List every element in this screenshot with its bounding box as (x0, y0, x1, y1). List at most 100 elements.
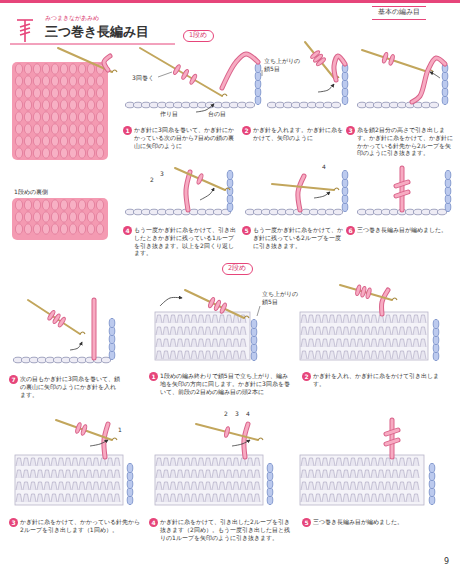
swatch-stitch (78, 100, 85, 110)
fabric-stitch (219, 458, 225, 466)
fabric-stitch (399, 351, 405, 359)
fabric-stitch (308, 339, 314, 347)
fabric-stitch (72, 482, 78, 490)
fabric-stitch (37, 494, 43, 502)
yarn-strand (244, 424, 248, 457)
swatch-stitch (42, 88, 49, 98)
yarn-strand (92, 300, 97, 358)
node-text: 2段め (228, 264, 246, 272)
fabric-stitch (371, 458, 377, 466)
swatch-stitch (42, 200, 49, 210)
fabric-stitch (114, 470, 120, 478)
fabric-stitch (72, 494, 78, 502)
yarn-wrap (80, 424, 87, 436)
fabric-stitch (191, 315, 197, 323)
fabric-stitch (86, 482, 92, 490)
fabric-stitch (371, 339, 377, 347)
fabric-stitch (322, 339, 328, 347)
swatch-stitch (15, 212, 22, 222)
fabric-stitch (329, 339, 335, 347)
swatch-stitch (69, 224, 76, 234)
yarn-strand (334, 56, 345, 80)
fabric-stitch (406, 339, 412, 347)
swatch-stitch (78, 224, 85, 234)
fabric-stitch (240, 351, 246, 359)
fabric-stitch (378, 494, 384, 502)
fabric-stitch (240, 327, 246, 335)
fabric-stitch (16, 470, 22, 478)
fabric-stitch (240, 482, 246, 490)
fabric-stitch (322, 315, 328, 323)
step-badge: 1 (149, 372, 158, 381)
fabric-stitch (254, 494, 260, 502)
swatch-stitch (42, 64, 49, 74)
fabric-stitch (226, 339, 232, 347)
fabric-stitch (308, 494, 314, 502)
chain-stitch (331, 102, 340, 108)
fabric-stitch (350, 339, 356, 347)
fabric-stitch (44, 470, 50, 478)
fabric-stitch (198, 482, 204, 490)
fabric-stitch (79, 494, 85, 502)
fabric-stitch (156, 351, 162, 359)
swatch-stitch (78, 124, 85, 134)
swatch-stitch (69, 212, 76, 222)
fabric-stitch (177, 458, 183, 466)
fabric-stitch (378, 458, 384, 466)
fabric-stitch (219, 339, 225, 347)
fabric-stitch (357, 315, 363, 323)
fabric-stitch (30, 470, 36, 478)
node-text: 5 (304, 519, 308, 526)
crochet-hook (340, 285, 392, 300)
fabric-stitch (343, 351, 349, 359)
step-badge: 5 (302, 518, 311, 527)
chain-stitch (342, 170, 348, 179)
swatch-stitch (78, 136, 85, 146)
swatch-stitch (33, 212, 40, 222)
fabric-stitch (205, 470, 211, 478)
fabric-stitch (58, 458, 64, 466)
crochet-hook (175, 168, 225, 190)
fabric-stitch (413, 339, 419, 347)
fabric-stitch (336, 339, 342, 347)
fabric-stitch (156, 482, 162, 490)
swatch-stitch (60, 224, 67, 234)
callout-number: 3 (235, 410, 239, 418)
fabric-stitch (385, 315, 391, 323)
fabric-stitch (301, 494, 307, 502)
part-label: 3回巻く (132, 74, 154, 82)
yarn-wrap (172, 64, 181, 76)
fabric-stitch (233, 470, 239, 478)
yarn-strand (382, 290, 388, 314)
fabric-stitch (205, 327, 211, 335)
arrow (430, 72, 440, 78)
fabric-stitch (44, 482, 50, 490)
hook-tip (112, 70, 117, 72)
swatch-stitch (96, 124, 103, 134)
fabric-stitch (72, 458, 78, 466)
fabric-stitch (212, 494, 218, 502)
fabric-stitch (378, 351, 384, 359)
swatch-stitch (24, 88, 31, 98)
yarn-strand (386, 440, 398, 444)
swatch-stitch (87, 148, 94, 158)
fabric-stitch (308, 470, 314, 478)
fabric-stitch (240, 494, 246, 502)
fabric-stitch (329, 482, 335, 490)
fabric-stitch (254, 458, 260, 466)
fabric-stitch (107, 494, 113, 502)
swatch-stitch (33, 224, 40, 234)
swatch-stitch (15, 136, 22, 146)
fabric-stitch (205, 458, 211, 466)
fabric-stitch (163, 482, 169, 490)
leader-line (158, 72, 172, 77)
callout-number: 4 (322, 163, 326, 171)
crochet-hook (58, 48, 112, 72)
fabric-stitch (336, 315, 342, 323)
swatch-stitch (42, 124, 49, 134)
fabric-stitch (385, 482, 391, 490)
fabric-stitch (308, 351, 314, 359)
node-text: 1段め (189, 31, 207, 39)
fabric-stitch (198, 470, 204, 478)
fabric-stitch (177, 482, 183, 490)
